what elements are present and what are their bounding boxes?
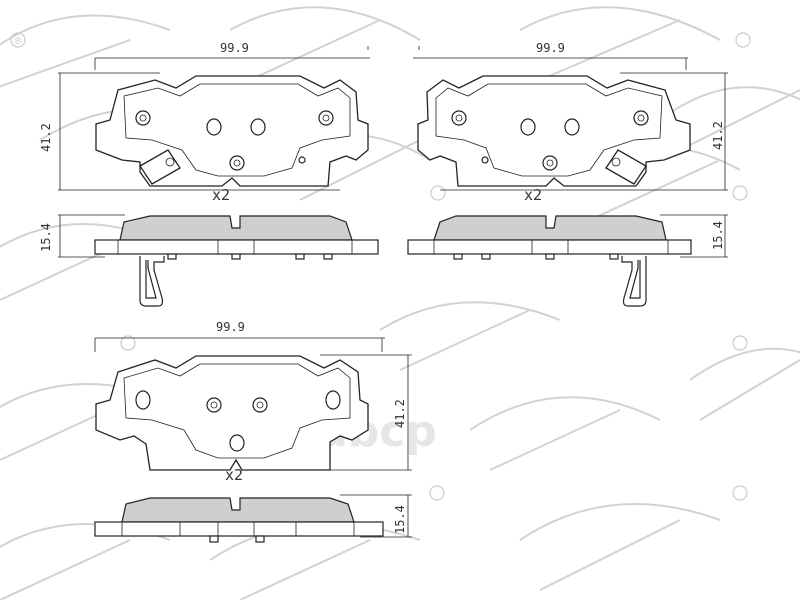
pin-hole-1	[206, 397, 222, 413]
side-view: 15.4	[94, 494, 412, 543]
pin-hole-2	[250, 118, 266, 136]
height-label: 41.2	[711, 121, 725, 150]
pad-top-right: 99.9 41.2 x2	[407, 41, 728, 307]
thickness-label: 15.4	[711, 221, 725, 250]
pad-inner-outline	[435, 83, 663, 177]
width-label: 99.9	[220, 41, 249, 55]
width-dimension: 99.9	[94, 320, 385, 352]
wear-clip-side	[621, 256, 647, 307]
pad-bottom: 99.9 41.2 x2 15.4	[94, 320, 412, 543]
small-hole-left	[481, 156, 489, 164]
mount-slot-right	[325, 390, 341, 410]
height-dimension: 41.2	[440, 72, 728, 191]
width-label: 99.9	[536, 41, 565, 55]
mount-hole-left	[451, 110, 467, 126]
mount-slot-left	[135, 390, 151, 410]
backing-plate	[94, 521, 384, 537]
height-dimension: 41.2	[39, 72, 340, 191]
pin-hole-2	[252, 397, 268, 413]
mount-hole-left	[135, 110, 151, 126]
pad-inner-outline	[123, 83, 351, 177]
small-hole-right	[298, 156, 306, 164]
qty-label: x2	[524, 186, 542, 204]
friction-material	[433, 215, 667, 241]
center-hole	[542, 155, 558, 171]
backing-plate	[94, 239, 379, 255]
friction-material	[121, 497, 355, 523]
pin-hole-2	[564, 118, 580, 136]
height-label: 41.2	[39, 123, 53, 152]
width-label: 99.9	[216, 320, 245, 334]
center-hole	[229, 155, 245, 171]
backing-plate	[407, 239, 692, 255]
thickness-label: 15.4	[393, 505, 407, 534]
mount-hole-right	[633, 110, 649, 126]
wear-indicator	[605, 149, 647, 185]
qty-label: x2	[225, 466, 243, 484]
width-dimension: 99.9	[413, 41, 688, 70]
pad-outline	[95, 355, 369, 471]
height-dimension: 41.2	[300, 354, 412, 471]
pin-hole-1	[206, 118, 222, 136]
thickness-label: 15.4	[39, 223, 53, 252]
wear-clip-side	[139, 256, 165, 307]
side-view: 15.4	[39, 214, 379, 307]
width-dimension: 99.9	[94, 41, 370, 70]
pin-hole-1	[520, 118, 536, 136]
side-view: 15.4	[407, 214, 728, 307]
center-hole	[229, 434, 245, 452]
qty-label: x2	[212, 186, 230, 204]
friction-material	[119, 215, 353, 241]
mount-hole-right	[318, 110, 334, 126]
pad-inner-outline	[123, 363, 351, 459]
pad-top-left: 99.9 41.2	[39, 41, 379, 307]
wear-indicator	[139, 149, 181, 185]
height-label: 41.2	[393, 399, 407, 428]
